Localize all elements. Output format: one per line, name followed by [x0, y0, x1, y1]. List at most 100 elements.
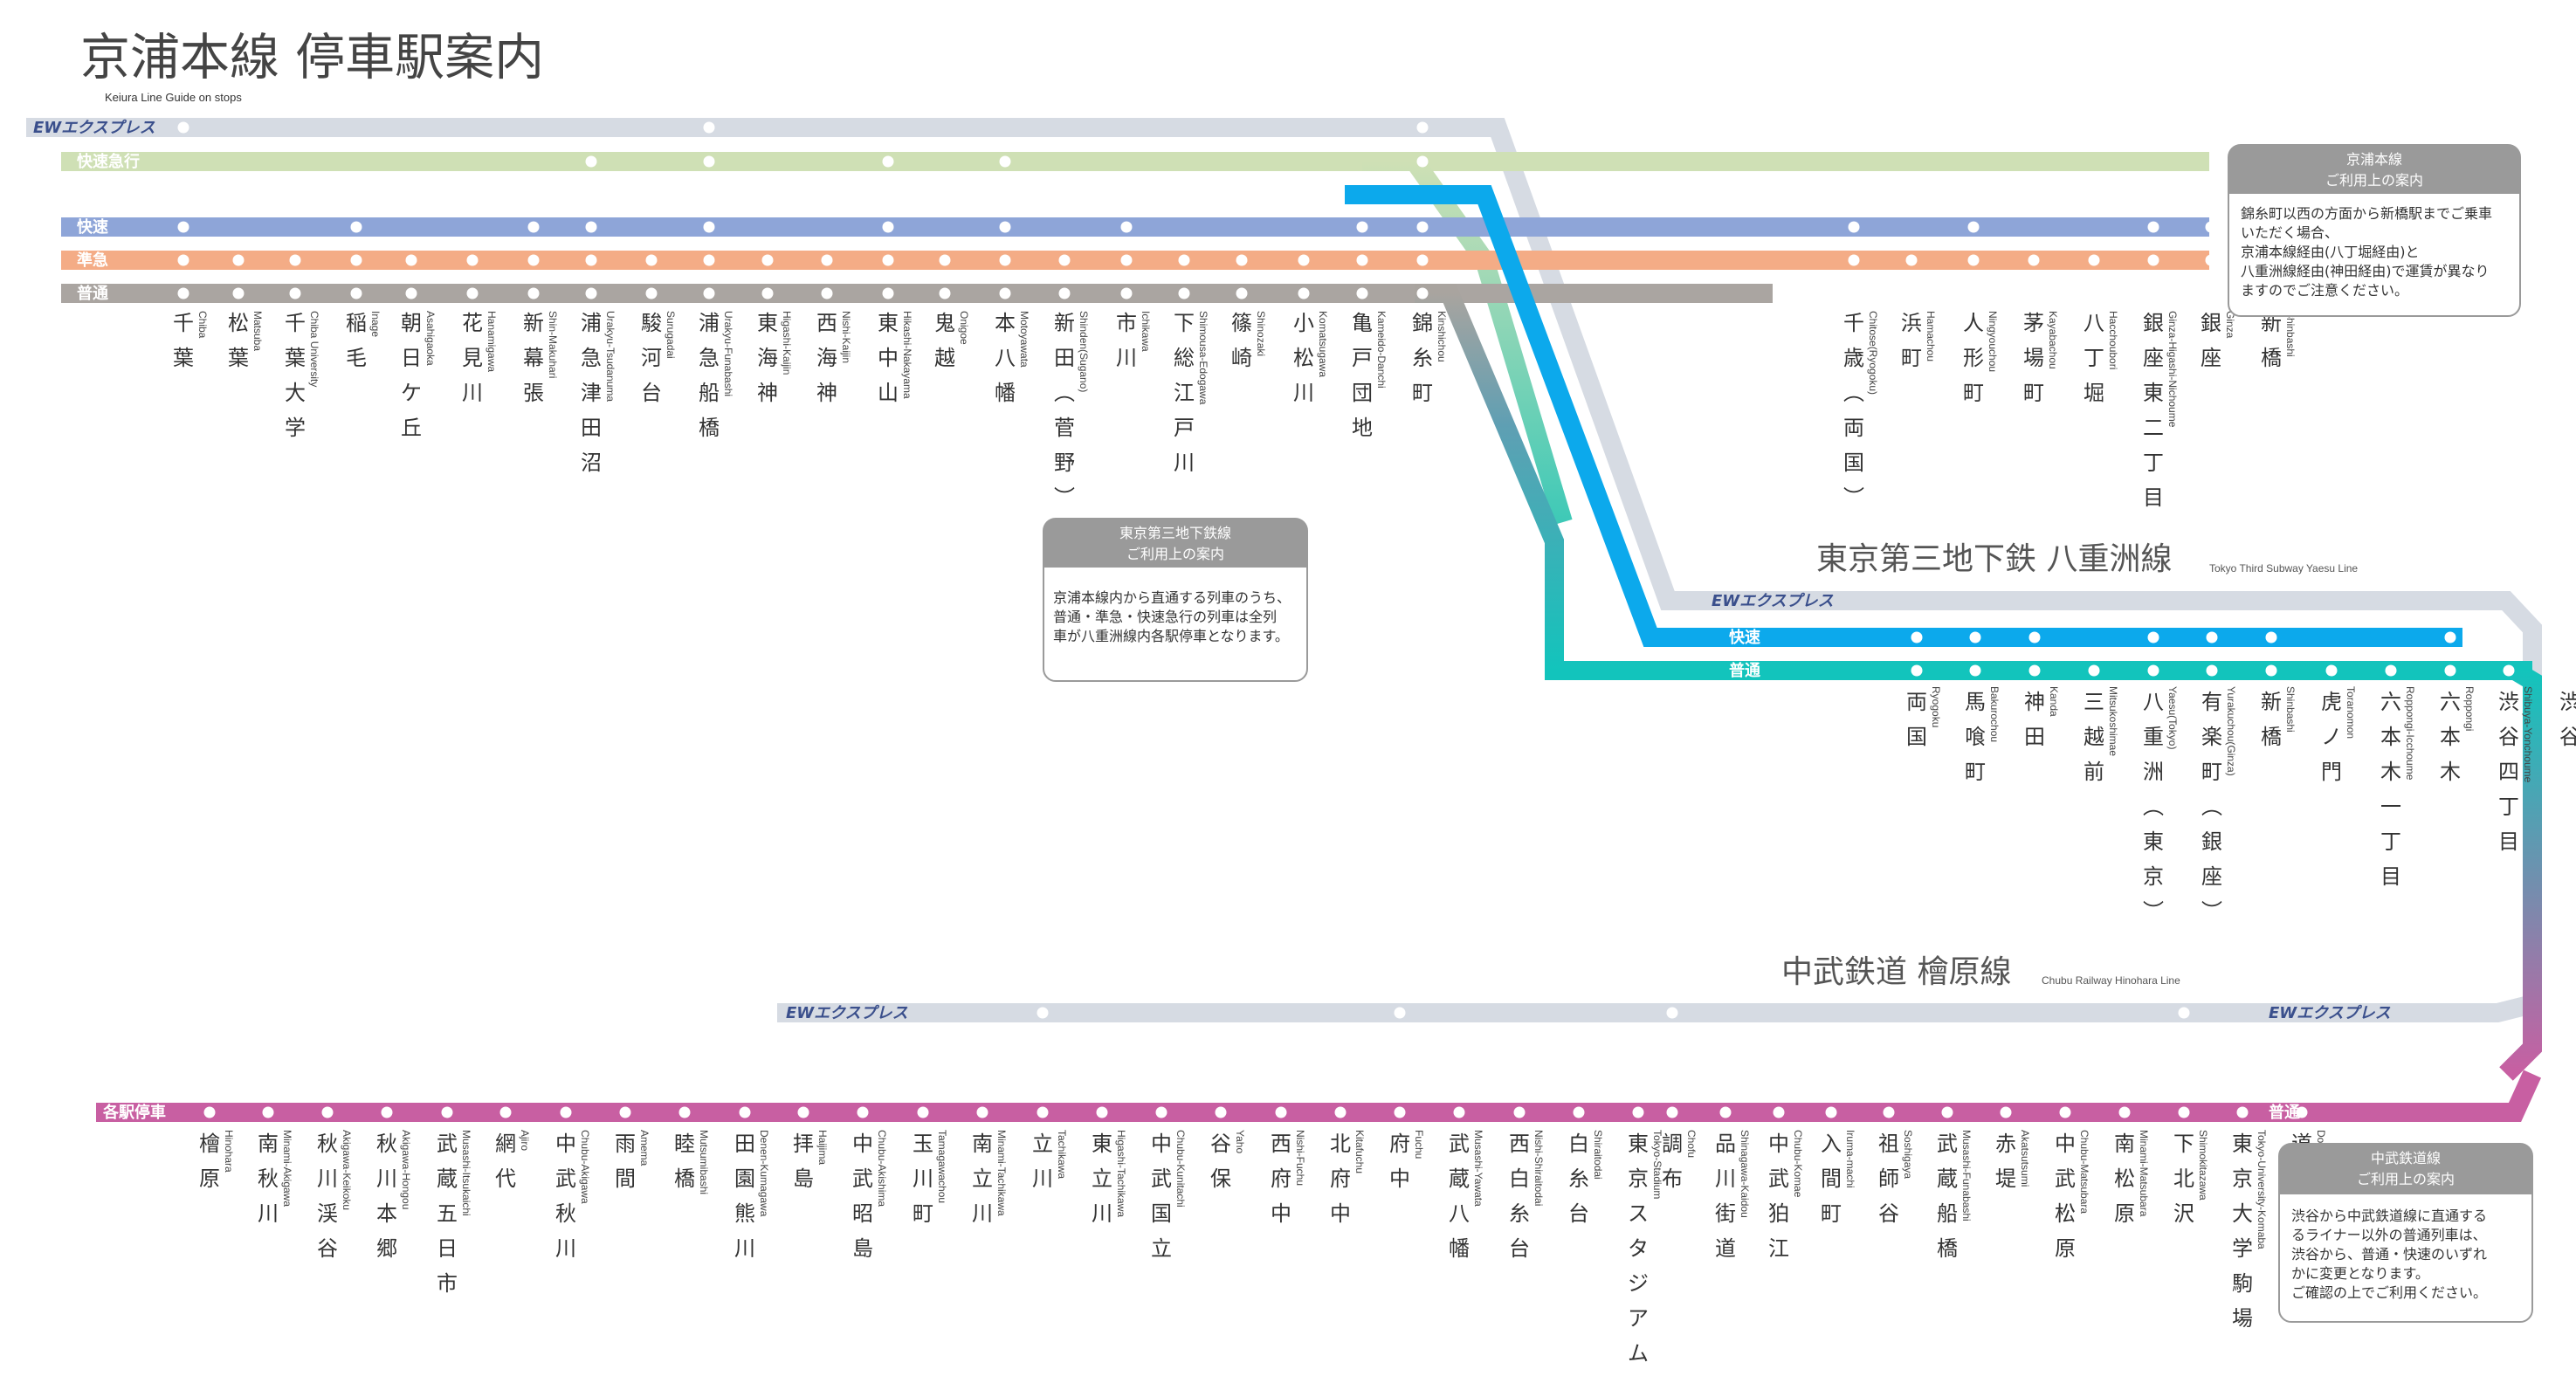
station-roman: Ichikawa	[1140, 311, 1152, 352]
station-name-char: 田	[2024, 725, 2045, 749]
stop-dot	[2059, 1106, 2071, 1118]
station-name-char: 四	[2498, 760, 2519, 784]
station-name-char: 川	[1116, 346, 1137, 370]
station-name-char: 毛	[346, 346, 367, 370]
station-name-char: 西	[1271, 1132, 1291, 1156]
stop-dot	[203, 1073, 216, 1085]
stop-dot	[350, 221, 362, 233]
station-roman: Kameido-Danchi	[1375, 311, 1388, 389]
station-name-char: 八	[1449, 1201, 1470, 1226]
station-name-char: 祖	[1878, 1132, 1899, 1156]
stop-dot	[1941, 1073, 1953, 1085]
stop-dot	[2147, 287, 2159, 299]
stop-dot	[321, 1073, 334, 1085]
station-name-char: 東	[1092, 1132, 1112, 1156]
station-name-char: 川	[376, 1166, 397, 1191]
stop-dot	[1416, 287, 1429, 299]
label-keiura-rapid: 快速	[77, 217, 108, 237]
station-roman: Chiba University	[308, 311, 320, 387]
station-name-char: 原	[2114, 1201, 2135, 1226]
station-name-char: 本	[2440, 725, 2461, 749]
stop-dot	[2028, 631, 2041, 643]
station-name-char: 戸	[1352, 346, 1373, 370]
station-name-char: 中	[555, 1132, 576, 1156]
station-name-char: 日	[401, 346, 422, 370]
station-name-char: 台	[1568, 1201, 1589, 1226]
station-roman: Surugadai	[665, 311, 677, 359]
station-name-char: 丁	[2143, 451, 2164, 475]
station-name-char: 川	[258, 1201, 279, 1226]
stop-dot	[2178, 1073, 2190, 1085]
station-name-char: 京	[1628, 1166, 1649, 1191]
stop-dot	[1719, 1073, 1732, 1085]
note-subway-head-2: ご利用上の案内	[1126, 546, 1224, 562]
station-name-char: 渋	[2559, 690, 2576, 714]
stop-dot	[882, 287, 894, 299]
station-name-char: 駒	[2232, 1271, 2253, 1296]
stop-dot	[1632, 1073, 1644, 1085]
station-name-char: 市	[437, 1271, 458, 1296]
station-name-char: 東	[1628, 1132, 1649, 1156]
station-name-char: 品	[1715, 1132, 1736, 1156]
station-roman: Mitsukoshimae	[2107, 686, 2119, 756]
stop-dot	[1573, 1073, 1585, 1085]
stop-dot	[232, 254, 245, 266]
stop-dot	[527, 221, 540, 233]
station-name-char: 谷	[1878, 1201, 1899, 1226]
stop-dot	[177, 287, 189, 299]
stop-dot	[1356, 287, 1368, 299]
station-name-char: 目	[2143, 485, 2164, 510]
stop-dot	[1453, 1106, 1465, 1118]
stop-dot	[645, 287, 658, 299]
station-name-char: 熊	[734, 1201, 755, 1226]
stop-dot	[1037, 1040, 1049, 1052]
station-name-char: ︵	[1843, 381, 1864, 405]
stop-dot	[882, 155, 894, 168]
station-roman: Musashi-Funabashi	[1960, 1130, 1973, 1221]
station-name-char: 新	[1054, 311, 1075, 335]
station-roman: Hanamigawa	[486, 311, 498, 372]
station-roman: Toranomon	[2345, 686, 2357, 739]
station-name-char: 二	[2143, 416, 2164, 440]
station-roman: Minami-Akigawa	[281, 1130, 293, 1207]
station-name-char: 座	[2143, 346, 2164, 370]
station-name-char: 八	[995, 346, 1016, 370]
station-name-char: 赤	[1995, 1132, 2016, 1156]
station-name-char: 西	[1509, 1132, 1530, 1156]
station-roman: Urakyu-Funabashi	[722, 311, 734, 396]
station-name-char: 田	[581, 416, 602, 440]
station-roman: Chubu-Kunitachi	[1174, 1130, 1187, 1208]
station-name-char: 千	[285, 311, 306, 335]
stop-dot	[585, 155, 597, 168]
stop-dot	[2564, 631, 2576, 643]
note-subway: 東京第三地下鉄線 ご利用上の案内 京浦本線内から直通する列車のうち、 普通・準急…	[1043, 518, 1308, 682]
station-name-char: 六	[2440, 690, 2461, 714]
station-roman: Hamachou	[1925, 311, 1937, 361]
station-name-char: 川	[1293, 381, 1314, 405]
station-name-char: 園	[734, 1166, 755, 1191]
stop-dot	[1096, 1106, 1108, 1118]
station-name-char: 八	[2143, 690, 2164, 714]
stop-dot	[381, 1106, 393, 1118]
station-name-char: 狛	[1768, 1201, 1789, 1226]
label-chubu-rapid-right: 快速	[2269, 1070, 2300, 1089]
station-name-char: 島	[793, 1166, 814, 1191]
stop-dot	[999, 155, 1011, 168]
stop-dot	[703, 221, 715, 233]
stop-dot	[527, 287, 540, 299]
station-name-char: 京	[2232, 1166, 2253, 1191]
stop-dot	[857, 1073, 869, 1085]
station-name-char: 島	[852, 1236, 873, 1261]
stop-dot	[917, 1106, 929, 1118]
station-name-char: 白	[1568, 1132, 1589, 1156]
